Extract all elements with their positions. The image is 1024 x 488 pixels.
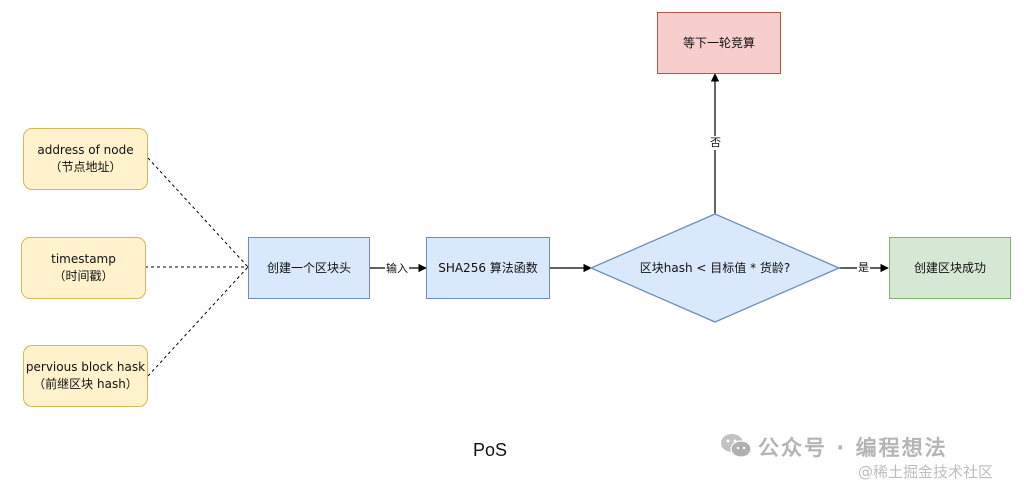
timestamp-box: timestamp （时间戳）: [21, 237, 146, 299]
block-created-label: 创建区块成功: [913, 260, 986, 275]
create-block-header-label: 创建一个区块头: [266, 260, 351, 275]
sha256-function-box: SHA256 算法函数: [426, 237, 550, 299]
watermark-community: @稀土掘金技术社区: [858, 463, 994, 481]
edge-address-to-create: [147, 157, 249, 268]
wait-next-round-box: 等下一轮竞算: [657, 12, 781, 74]
timestamp-label: timestamp: [51, 252, 116, 266]
edge-label-yes: 是: [857, 261, 870, 275]
sha256-function-label: SHA256 算法函数: [438, 260, 538, 275]
edge-label-input: 输入: [385, 262, 409, 276]
decision-diamond: [589, 213, 841, 323]
previous-block-hash-sublabel: （前继区块 hash）: [33, 377, 138, 391]
address-node-label: address of node: [37, 143, 134, 157]
create-block-header-box: 创建一个区块头: [248, 237, 370, 299]
edge-prevhash-to-create: [147, 266, 249, 377]
address-node-sublabel: （节点地址）: [49, 160, 122, 174]
timestamp-sublabel: （时间戳）: [53, 269, 114, 283]
wechat-icon: [721, 434, 752, 458]
decision-label: 区块hash < 目标值 * 货龄?: [639, 261, 791, 275]
previous-block-hash-box: pervious block hask （前继区块 hash）: [23, 345, 148, 407]
previous-block-hash-label: pervious block hask: [25, 360, 146, 374]
block-created-box: 创建区块成功: [889, 237, 1011, 299]
wait-next-round-label: 等下一轮竞算: [682, 35, 755, 50]
address-node-box: address of node （节点地址）: [23, 128, 148, 190]
watermark-account: 公众号 · 编程想法: [758, 436, 948, 460]
diagram-caption: PoS: [473, 440, 508, 460]
edge-label-no: 否: [709, 136, 722, 150]
